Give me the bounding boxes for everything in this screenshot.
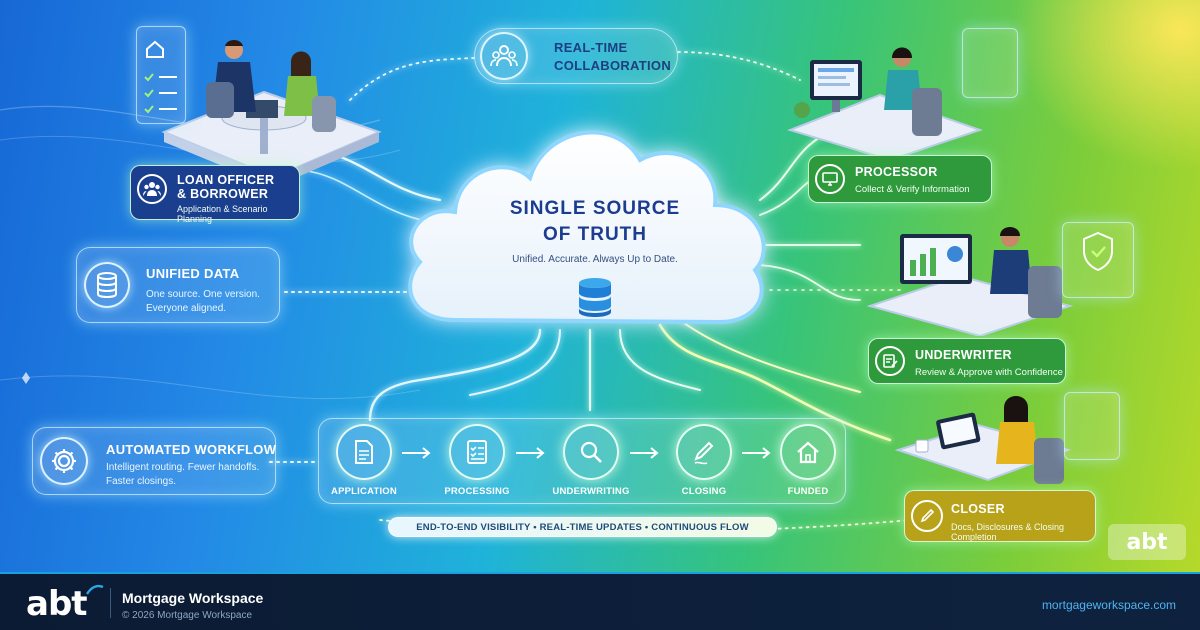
unified-data-line2: Everyone aligned. xyxy=(146,303,227,314)
step-underwriting: UNDERWRITING xyxy=(552,486,630,497)
pen-icon xyxy=(911,500,943,532)
document-icon xyxy=(336,424,392,480)
checklist-panel xyxy=(136,26,186,124)
step-processing: PROCESSING xyxy=(444,486,510,497)
cloud-shape xyxy=(408,130,766,325)
role-loan-officer-subtitle: Application & Scenario Planning xyxy=(177,204,268,224)
checklist-icon xyxy=(449,424,505,480)
processor-checklist-panel xyxy=(962,28,1018,98)
arrow-right-icon xyxy=(742,447,771,459)
arrow-right-icon xyxy=(402,447,431,459)
role-underwriter-title: UNDERWRITER xyxy=(915,348,1012,362)
role-loan-officer-title-1: LOAN OFFICER xyxy=(177,173,275,187)
cloud-title-line1: SINGLE SOURCE xyxy=(509,198,681,219)
role-closer-title: CLOSER xyxy=(951,502,1005,516)
cloud-subtitle: Unified. Accurate. Always Up to Date. xyxy=(512,254,678,265)
automated-workflow-line1: Intelligent routing. Fewer handoffs. xyxy=(106,462,260,473)
role-processor: PROCESSOR Collect & Verify Information xyxy=(808,155,992,203)
unified-data-line1: One source. One version. xyxy=(146,289,260,300)
database-icon xyxy=(579,278,611,317)
closer-illustration xyxy=(894,396,1072,484)
step-application: APPLICATION xyxy=(331,486,397,497)
role-loan-officer: LOAN OFFICER & BORROWER Application & Sc… xyxy=(130,165,300,224)
house-icon xyxy=(780,424,836,480)
database-icon xyxy=(84,262,130,308)
footer-title: Mortgage Workspace xyxy=(122,590,264,606)
document-check-panel xyxy=(1064,392,1120,460)
collaboration-title-line1: REAL-TIME xyxy=(554,40,628,55)
role-closer: CLOSER Docs, Disclosures & Closing Compl… xyxy=(904,490,1096,542)
automated-workflow-title: AUTOMATED WORKFLOW xyxy=(106,442,277,457)
step-funded: FUNDED xyxy=(787,486,829,497)
people-icon xyxy=(137,173,167,204)
monitor-icon xyxy=(815,164,845,194)
footer-copyright: © 2026 Mortgage Workspace xyxy=(122,610,253,621)
pen-icon xyxy=(676,424,732,480)
collaboration-title-line2: COLLABORATION xyxy=(554,58,672,73)
visibility-bar: END-TO-END VISIBILITY • REAL-TIME UPDATE… xyxy=(388,517,777,537)
footer-logo: abt xyxy=(26,584,88,624)
automated-workflow-line2: Faster closings. xyxy=(106,476,177,487)
arrow-right-icon xyxy=(630,447,659,459)
role-loan-officer-title-2: & BORROWER xyxy=(177,187,269,201)
shield-panel xyxy=(1062,222,1134,298)
house-checklist-icon xyxy=(144,40,177,114)
shield-check-icon xyxy=(1083,231,1113,272)
step-closing: CLOSING xyxy=(681,486,727,497)
diagram-canvas: SINGLE SOURCE OF TRUTH Unified. Accurate… xyxy=(0,0,1200,572)
footer-url-link[interactable]: mortgageworkspace.com xyxy=(1041,598,1176,612)
role-processor-subtitle: Collect & Verify Information xyxy=(855,184,970,195)
footer: abt Mortgage Workspace © 2026 Mortgage W… xyxy=(0,572,1200,630)
watermark-logo: abt xyxy=(1108,524,1186,560)
logo-swoosh-icon xyxy=(86,584,104,595)
gear-icon xyxy=(40,437,88,485)
unified-data-title: UNIFIED DATA xyxy=(146,266,240,281)
underwriter-illustration xyxy=(866,227,1074,336)
team-icon xyxy=(480,32,528,80)
role-underwriter: UNDERWRITER Review & Approve with Confid… xyxy=(868,338,1066,384)
role-underwriter-subtitle: Review & Approve with Confidence xyxy=(915,367,1063,378)
footer-separator xyxy=(110,588,111,618)
magnifier-icon xyxy=(563,424,619,480)
role-closer-subtitle: Docs, Disclosures & Closing Completion xyxy=(951,522,1065,542)
role-processor-title: PROCESSOR xyxy=(855,165,938,179)
clipboard-pen-icon xyxy=(875,346,905,376)
processor-illustration xyxy=(786,47,984,160)
arrow-right-icon xyxy=(516,447,545,459)
cloud-title-line2: OF TRUTH xyxy=(542,224,648,245)
